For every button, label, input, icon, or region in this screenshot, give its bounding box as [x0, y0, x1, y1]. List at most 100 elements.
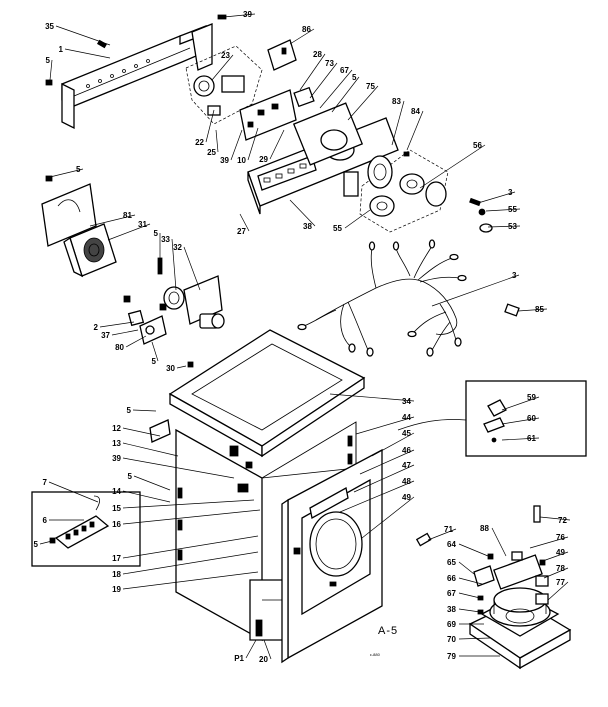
- callout-c-39-mid: 39: [220, 156, 229, 165]
- callout-c-16: 16: [112, 520, 121, 529]
- callout-c-71: 71: [444, 525, 453, 534]
- callout-c-5-c: 5: [76, 165, 81, 174]
- leader-line-c-67-low: [458, 592, 481, 599]
- callout-c-18: 18: [112, 570, 121, 579]
- base-assembly: [468, 505, 572, 670]
- callout-c-17: 17: [112, 554, 121, 563]
- callout-c-69: 69: [447, 620, 456, 629]
- leader-line-c-5-h: [39, 540, 53, 545]
- callout-c-48: 48: [402, 477, 411, 486]
- callout-c-88: 88: [480, 524, 489, 533]
- callout-c-20: 20: [259, 655, 268, 664]
- leader-line-c-72: [539, 516, 571, 521]
- clip-85: [504, 303, 520, 317]
- callout-c-77: 77: [556, 578, 565, 587]
- callout-c-59: 59: [527, 393, 536, 402]
- leader-line-c-83: [391, 100, 405, 146]
- leader-line-c-71: [427, 528, 457, 541]
- motor-31: [63, 223, 117, 278]
- leader-line-c-37: [111, 329, 139, 336]
- leader-line-c-5-g: [133, 475, 171, 491]
- callout-c-27: 27: [237, 227, 246, 236]
- callout-c-56: 56: [473, 141, 482, 150]
- leader-line-c-39-mid: [230, 129, 243, 161]
- callout-c-5-e: 5: [152, 357, 157, 366]
- leader-line-c-84: [406, 110, 424, 151]
- control-panel-backplate: [239, 86, 315, 141]
- leader-line-c-p1: [245, 639, 257, 659]
- callout-c-49-mid: 49: [402, 493, 411, 502]
- callout-c-55-r: 55: [508, 205, 517, 214]
- callout-c-25: 25: [207, 148, 216, 157]
- callout-c-37: 37: [101, 331, 110, 340]
- callout-c-49-r: 49: [556, 548, 565, 557]
- leader-line-c-18: [122, 551, 259, 575]
- leader-line-c-65: [458, 561, 475, 575]
- leader-line-c-49-r: [539, 551, 569, 563]
- callout-c-86: 86: [302, 25, 311, 34]
- callout-c-73: 73: [325, 59, 334, 68]
- leader-line-c-27: [239, 213, 250, 232]
- leader-line-c-22: [205, 109, 215, 143]
- control-console: [247, 102, 399, 215]
- leader-line-c-66: [458, 577, 483, 585]
- leader-line-c-12: [122, 427, 161, 437]
- leader-line-c-3-top: [477, 191, 516, 204]
- leader-line-c-55-r: [485, 208, 521, 212]
- callout-c-33: 33: [161, 235, 170, 244]
- callout-c-70: 70: [447, 635, 456, 644]
- callout-c-31: 31: [138, 220, 147, 229]
- callout-c-75: 75: [366, 82, 375, 91]
- leader-line-c-56: [419, 144, 486, 189]
- callout-c-7: 7: [43, 478, 48, 487]
- leader-line-c-17: [122, 535, 259, 559]
- callout-c-5-a: 5: [46, 56, 51, 65]
- front-panel: [281, 448, 383, 664]
- leader-line-c-59: [501, 396, 540, 411]
- switch-assembly: [157, 257, 225, 329]
- leader-line-c-5-b: [331, 76, 360, 113]
- callout-c-39-low: 39: [112, 454, 121, 463]
- callout-c-5-d: 5: [154, 229, 159, 238]
- callout-c-5-g: 5: [128, 472, 133, 481]
- leader-line-c-5-c: [49, 168, 84, 178]
- callout-c-3-mid: 3: [512, 271, 517, 280]
- callout-c-47: 47: [402, 461, 411, 470]
- callout-c-2: 2: [94, 323, 99, 332]
- leader-line-c-5-a: [49, 59, 53, 81]
- callout-c-53: 53: [508, 222, 517, 231]
- callout-c-67-low: 67: [447, 589, 456, 598]
- callout-c-78: 78: [556, 564, 565, 573]
- callout-c-22: 22: [195, 138, 204, 147]
- leader-line-c-85: [517, 308, 548, 312]
- callout-c-15: 15: [112, 504, 121, 513]
- leader-line-c-19: [122, 571, 259, 590]
- leader-line-c-86: [289, 28, 315, 45]
- leader-line-c-33: [171, 238, 177, 291]
- top-cover: [168, 329, 366, 458]
- callout-c-61: 61: [527, 434, 536, 443]
- latch-parts: [123, 295, 194, 368]
- leader-line-c-5-f: [132, 409, 157, 412]
- leader-line-c-38: [289, 199, 316, 227]
- leader-line-c-55-l: [344, 209, 371, 229]
- leader-line-c-25: [215, 129, 219, 153]
- leader-line-c-30: [176, 365, 187, 369]
- leader-line-c-5-e: [151, 341, 159, 362]
- callout-c-13: 13: [112, 439, 121, 448]
- wire-harness: [297, 239, 467, 357]
- leader-line-c-77: [547, 581, 569, 601]
- leader-line-c-23: [211, 54, 234, 81]
- console-bracket: [61, 23, 213, 130]
- callout-c-60: 60: [527, 414, 536, 423]
- callout-c-28: 28: [313, 50, 322, 59]
- leader-line-c-45: [371, 432, 415, 457]
- leader-line-c-28: [299, 53, 326, 91]
- leader-line-c-35: [55, 25, 111, 46]
- page-code: ε-880: [370, 652, 381, 657]
- callout-c-45: 45: [402, 429, 411, 438]
- callout-c-65: 65: [447, 558, 456, 567]
- callout-c-35: 35: [45, 22, 54, 31]
- callout-c-30: 30: [166, 364, 175, 373]
- bracket-81: [41, 175, 97, 247]
